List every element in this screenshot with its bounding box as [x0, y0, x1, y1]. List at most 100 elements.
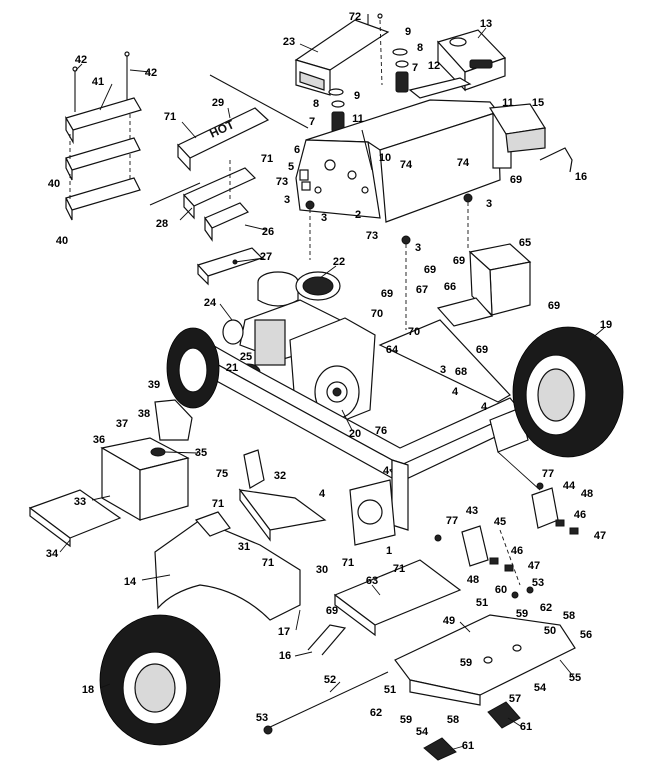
callout-label: 4	[383, 465, 390, 477]
callout-label: 49	[443, 615, 455, 627]
callout-label: 21	[226, 362, 238, 374]
callout-label: 70	[371, 308, 383, 320]
callout-label: 61	[462, 740, 474, 752]
callout-label: 73	[366, 230, 378, 242]
callout-label: 73	[276, 176, 288, 188]
callout-label: 74	[457, 157, 470, 169]
callout-label: 33	[74, 496, 86, 508]
main-chassis-frame	[199, 319, 541, 546]
callout-label: 8	[313, 98, 319, 110]
callout-label: 40	[56, 235, 68, 247]
callout-label: 59	[460, 657, 472, 669]
callout-label: 60	[495, 584, 507, 596]
callout-label: 43	[466, 505, 478, 517]
callout-leaders	[59, 27, 605, 751]
callout-label: 38	[138, 408, 150, 420]
callout-label: 69	[548, 300, 560, 312]
callout-label: 51	[384, 684, 396, 696]
callout-label: 10	[379, 152, 391, 164]
callout-label: 57	[509, 693, 521, 705]
callout-label: 17	[278, 626, 290, 638]
callout-label: 6	[294, 144, 300, 156]
callout-label: 71	[261, 153, 273, 165]
rear-drive-tire	[512, 326, 624, 458]
callout-label: 15	[532, 97, 544, 109]
callout-label: 11	[502, 97, 514, 109]
callout-label: 8	[417, 42, 423, 54]
callout-label: 61	[520, 721, 532, 733]
callout-label: 59	[400, 714, 412, 726]
callout-label: 37	[116, 418, 128, 430]
callout-label: 30	[316, 564, 328, 576]
callout-label: 63	[366, 575, 378, 587]
right-brackets	[434, 482, 579, 599]
callout-label: 71	[212, 498, 224, 510]
callout-label: 44	[563, 480, 576, 492]
rear-guard	[488, 103, 573, 173]
callout-label: 51	[476, 597, 488, 609]
callout-label: 20	[349, 428, 361, 440]
callout-label: 26	[262, 226, 274, 238]
callout-label: 36	[93, 434, 105, 446]
callout-label: 4	[481, 401, 488, 413]
callout-label: 69	[424, 264, 436, 276]
assembly-guide-lines	[149, 74, 309, 206]
spring-washer-stack-right	[392, 48, 409, 93]
callout-label: 3	[415, 242, 421, 254]
callout-label: 71	[164, 111, 176, 123]
callout-label: 74	[400, 159, 413, 171]
callout-label: 5	[288, 161, 294, 173]
callout-label: 71	[393, 563, 405, 575]
callout-label: 48	[467, 574, 479, 586]
callout-label: 7	[412, 62, 418, 74]
callout-label: 69	[510, 174, 522, 186]
callout-label: 16	[279, 650, 291, 662]
callout-label: 52	[324, 674, 336, 686]
battery-cover	[436, 243, 532, 327]
callout-label: 12	[428, 60, 440, 72]
callout-label: 76	[375, 425, 387, 437]
callout-label: 1	[386, 545, 392, 557]
callout-label: 24	[204, 297, 217, 309]
callout-label: 64	[386, 344, 399, 356]
callout-label: 45	[494, 516, 506, 528]
callout-label: 54	[534, 682, 547, 694]
callout-label: 14	[124, 576, 137, 588]
callout-label: 77	[542, 468, 554, 480]
callout-label: 42	[145, 67, 157, 79]
callout-label: 65	[519, 237, 531, 249]
pedal-pads	[423, 701, 521, 761]
callout-label: 56	[580, 629, 592, 641]
control-cover-plate	[294, 13, 390, 96]
callout-label: 46	[574, 509, 586, 521]
callout-label: 50	[544, 625, 556, 637]
callout-label: 66	[444, 281, 456, 293]
callout-label: 3	[321, 212, 327, 224]
callout-label: 69	[381, 288, 393, 300]
callout-label: 69	[453, 255, 465, 267]
callout-label: 9	[354, 90, 360, 102]
callout-label: 59	[516, 608, 528, 620]
front-tire	[99, 614, 221, 746]
callout-label: 72	[349, 11, 361, 23]
frame-nuts	[305, 193, 473, 330]
callout-label: 40	[48, 178, 60, 190]
callout-label: 62	[540, 602, 552, 614]
callout-label: 77	[446, 515, 458, 527]
callout-label: 32	[274, 470, 286, 482]
callout-label: 29	[212, 97, 224, 109]
callout-label: 7	[309, 116, 315, 128]
callout-label: 55	[569, 672, 581, 684]
callout-label: 71	[342, 557, 354, 569]
left-fender	[154, 449, 327, 621]
heat-shield-bracket-stack	[65, 51, 142, 221]
fuel-tank	[28, 399, 193, 548]
callout-label: 42	[75, 54, 87, 66]
callout-label: 58	[447, 714, 459, 726]
callout-label: 23	[283, 36, 295, 48]
callout-label: 54	[416, 726, 429, 738]
callout-label: 9	[405, 26, 411, 38]
callout-label: 35	[195, 447, 207, 459]
